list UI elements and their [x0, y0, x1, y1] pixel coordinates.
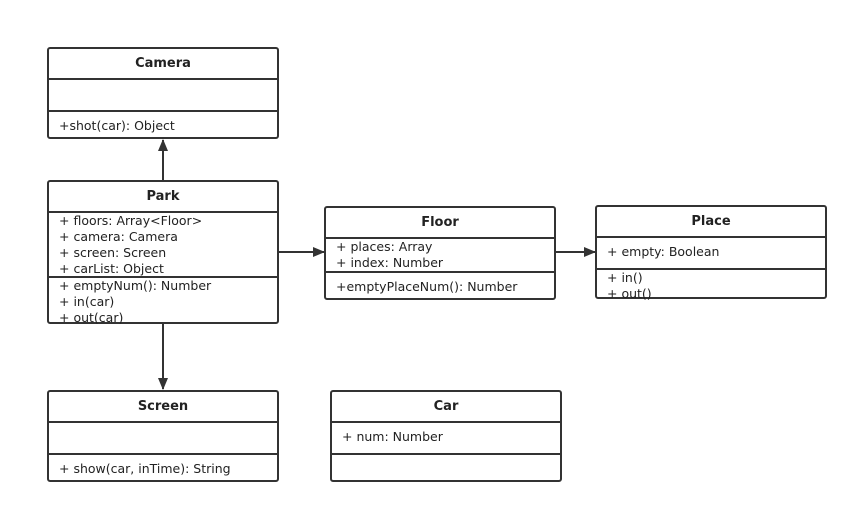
- class-floor-name: Floor: [421, 215, 459, 230]
- attribute: + places: Array: [336, 239, 433, 254]
- method: + show(car, inTime): String: [59, 461, 231, 476]
- class-camera-name: Camera: [135, 56, 191, 71]
- class-screen: Screen + show(car, inTime): String: [47, 390, 279, 482]
- class-camera-methods: +shot(car): Object: [49, 110, 277, 134]
- class-place-name: Place: [691, 214, 731, 229]
- class-camera-attributes: [49, 78, 277, 110]
- class-floor-attributes: + places: Array + index: Number: [326, 237, 554, 271]
- class-floor-methods: +emptyPlaceNum(): Number: [326, 271, 554, 295]
- method: + out(): [607, 286, 652, 301]
- class-park: Park + floors: Array<Floor> + camera: Ca…: [47, 180, 279, 326]
- class-screen-methods: + show(car, inTime): String: [49, 453, 277, 477]
- class-park-attributes: + floors: Array<Floor> + camera: Camera …: [49, 211, 277, 276]
- class-place-attributes: + empty: Boolean: [597, 236, 825, 268]
- class-park-name: Park: [146, 189, 180, 204]
- method: + in(): [607, 270, 643, 285]
- attribute: + empty: Boolean: [607, 244, 720, 259]
- class-floor: Floor + places: Array + index: Number +e…: [324, 206, 556, 300]
- class-car-attributes: + num: Number: [332, 421, 560, 453]
- method: + emptyNum(): Number: [59, 278, 212, 293]
- method: + out(car): [59, 310, 124, 325]
- class-car: Car + num: Number: [330, 390, 562, 482]
- method: +shot(car): Object: [59, 118, 175, 133]
- class-place: Place + empty: Boolean + in() + out(): [595, 205, 827, 302]
- attribute: + screen: Screen: [59, 245, 167, 260]
- method: + in(car): [59, 294, 115, 309]
- class-camera: Camera +shot(car): Object: [47, 47, 279, 139]
- attribute: + index: Number: [336, 255, 444, 270]
- class-car-name: Car: [433, 399, 459, 414]
- class-park-methods: + emptyNum(): Number + in(car) + out(car…: [49, 276, 277, 326]
- attribute: + camera: Camera: [59, 229, 178, 244]
- attribute: + floors: Array<Floor>: [59, 213, 203, 228]
- class-screen-name: Screen: [137, 399, 189, 414]
- method: +emptyPlaceNum(): Number: [336, 279, 518, 294]
- attribute: + carList: Object: [59, 261, 164, 276]
- class-car-methods: [332, 453, 560, 455]
- class-screen-attributes: [49, 421, 277, 453]
- class-place-methods: + in() + out(): [597, 268, 825, 302]
- attribute: + num: Number: [342, 429, 443, 444]
